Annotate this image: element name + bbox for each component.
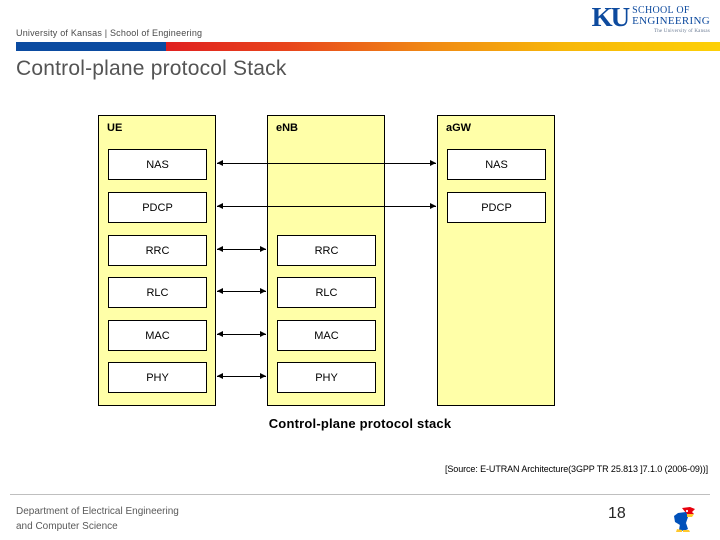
footer-department-line-1: Department of Electrical Engineering — [16, 506, 179, 517]
accent-bar-blue-segment — [16, 42, 166, 51]
node-label-ue: UE — [107, 122, 123, 134]
connection-arrow-mac — [217, 331, 266, 337]
organization-line: University of Kansas | School of Enginee… — [16, 28, 203, 38]
layer-box-ue-phy: PHY — [108, 362, 207, 393]
connection-arrow-rrc — [217, 246, 266, 252]
layer-box-enb-phy: PHY — [277, 362, 376, 393]
node-panel-agw: aGW NAS PDCP — [437, 115, 555, 406]
node-label-enb: eNB — [276, 122, 299, 134]
layer-box-agw-pdcp: PDCP — [447, 192, 546, 223]
slide-header: KU SCHOOL OF ENGINEERING The University … — [0, 0, 720, 51]
layer-box-agw-nas: NAS — [447, 149, 546, 180]
diagram-caption: Control-plane protocol stack — [268, 416, 452, 431]
layer-box-enb-mac: MAC — [277, 320, 376, 351]
layer-box-ue-nas: NAS — [108, 149, 207, 180]
connection-arrow-pdcp — [217, 203, 436, 209]
logo-line-2: ENGINEERING — [632, 15, 710, 27]
footer-department: Department of Electrical Engineering and… — [16, 504, 179, 534]
node-panel-enb: eNB RRC RLC MAC PHY — [267, 115, 385, 406]
layer-box-ue-rlc: RLC — [108, 277, 207, 308]
ku-monogram-icon: KU — [591, 2, 630, 32]
logo-tagline: The University of Kansas — [653, 29, 710, 34]
page-number: 18 — [608, 505, 626, 522]
jayhawk-mascot-icon — [674, 507, 695, 532]
header-accent-bar — [16, 42, 720, 51]
layer-box-enb-rlc: RLC — [277, 277, 376, 308]
logo-line-1: SCHOOL OF — [632, 5, 690, 16]
layer-box-ue-mac: MAC — [108, 320, 207, 351]
connection-arrow-rlc — [217, 288, 266, 294]
layer-box-ue-pdcp: PDCP — [108, 192, 207, 223]
page-title: Control-plane protocol Stack — [16, 57, 287, 80]
footer-divider — [10, 494, 710, 495]
source-citation: [Source: E-UTRAN Architecture(3GPP TR 25… — [445, 464, 708, 474]
accent-bar-gradient-segment — [166, 42, 720, 51]
protocol-stack-diagram: UE NAS PDCP RRC RLC MAC PHY eNB RRC RLC … — [0, 105, 720, 450]
footer-department-line-2: and Computer Science — [16, 521, 118, 532]
node-label-agw: aGW — [446, 122, 472, 134]
connection-arrow-phy — [217, 373, 266, 379]
ku-school-of-engineering-logo: KU SCHOOL OF ENGINEERING The University … — [591, 2, 710, 35]
node-panel-ue: UE NAS PDCP RRC RLC MAC PHY — [98, 115, 216, 406]
logo-wordmark: SCHOOL OF ENGINEERING The University of … — [632, 4, 710, 34]
layer-box-ue-rrc: RRC — [108, 235, 207, 266]
layer-box-enb-rrc: RRC — [277, 235, 376, 266]
connection-arrow-nas — [217, 160, 436, 166]
